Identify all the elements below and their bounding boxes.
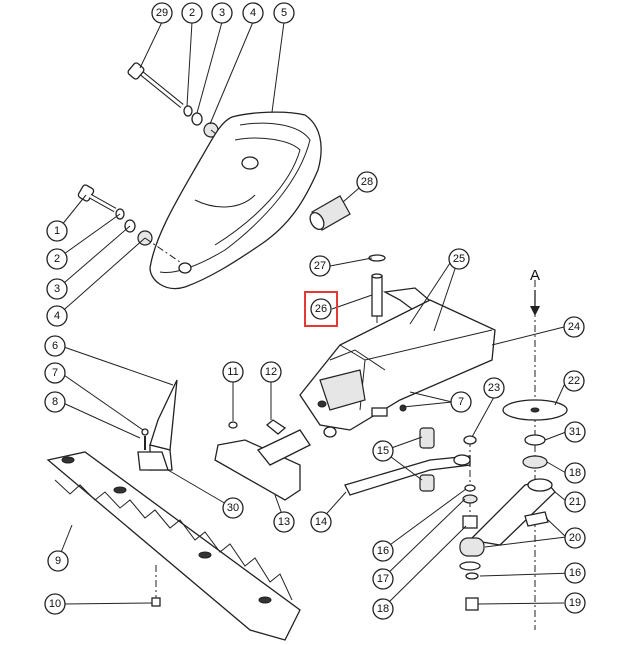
svg-text:30: 30 [227, 502, 239, 514]
view-arrow-a: A [530, 267, 540, 316]
svg-text:20: 20 [569, 532, 581, 544]
svg-text:22: 22 [568, 375, 580, 387]
callout-10: 10 [44, 593, 66, 615]
callout-17: 17 [372, 568, 394, 590]
callout-3-left: 3 [46, 278, 68, 300]
svg-text:16: 16 [377, 545, 389, 557]
svg-text:4: 4 [250, 7, 256, 19]
svg-text:26: 26 [315, 303, 327, 315]
svg-text:18: 18 [569, 467, 581, 479]
gear-housing-24 [299, 299, 496, 438]
svg-text:19: 19 [569, 597, 581, 609]
svg-text:8: 8 [52, 396, 58, 408]
callout-13: 13 [273, 511, 295, 533]
drive-arm-15 [344, 427, 471, 496]
svg-text:9: 9 [55, 555, 61, 567]
svg-text:7: 7 [458, 396, 464, 408]
callout-8: 8 [44, 391, 66, 413]
callout-18-bottom: 18 [372, 598, 394, 620]
callout-19: 19 [564, 592, 586, 614]
svg-text:13: 13 [278, 516, 290, 528]
svg-text:12: 12 [265, 366, 277, 378]
callout-7-mid: 7 [450, 391, 472, 413]
callout-12: 12 [260, 361, 282, 383]
callout-24: 24 [563, 316, 585, 338]
callout-3-top: 3 [211, 2, 233, 24]
svg-text:29: 29 [156, 7, 168, 19]
svg-text:23: 23 [488, 382, 500, 394]
callout-22: 22 [563, 370, 585, 392]
svg-text:6: 6 [52, 340, 58, 352]
callout-26: 26 [310, 298, 332, 320]
svg-text:11: 11 [227, 366, 238, 378]
svg-text:3: 3 [219, 7, 225, 19]
svg-text:14: 14 [315, 516, 327, 528]
callout-31: 31 [564, 421, 586, 443]
callout-18-right: 18 [564, 462, 586, 484]
callout-21: 21 [564, 491, 586, 513]
svg-text:18: 18 [377, 603, 389, 615]
callout-15: 15 [372, 440, 394, 462]
plate-13 [214, 419, 311, 501]
callout-23: 23 [483, 377, 505, 399]
svg-text:15: 15 [377, 445, 389, 457]
callout-2-left: 2 [46, 248, 68, 270]
callout-7-left: 7 [44, 362, 66, 384]
fastener-stack-middle [462, 435, 478, 529]
callout-6: 6 [44, 335, 66, 357]
bolt-29 [127, 62, 184, 108]
callout-4-top: 4 [242, 2, 264, 24]
callout-16-right: 16 [564, 562, 586, 584]
view-arrow-label: A [530, 267, 540, 284]
svg-text:2: 2 [54, 253, 60, 265]
callout-9: 9 [47, 550, 69, 572]
svg-text:2: 2 [189, 7, 195, 19]
highlight-box [304, 291, 338, 327]
svg-text:1: 1 [54, 225, 60, 237]
callout-11: 11 [222, 361, 244, 383]
svg-text:10: 10 [49, 598, 61, 610]
callout-5: 5 [273, 2, 295, 24]
callout-30: 30 [222, 497, 244, 519]
svg-text:17: 17 [377, 573, 389, 585]
svg-text:27: 27 [314, 260, 326, 272]
callout-27: 27 [309, 255, 331, 277]
svg-text:31: 31 [569, 426, 581, 438]
callout-14: 14 [310, 511, 332, 533]
rotor-guard-5 [149, 111, 322, 290]
knife-bar-9 [46, 451, 301, 641]
callout-20: 20 [564, 527, 586, 549]
bushing-28 [309, 195, 351, 231]
svg-text:4: 4 [54, 310, 60, 322]
callout-25: 25 [448, 248, 470, 270]
svg-text:3: 3 [54, 283, 60, 295]
callout-16-mid: 16 [372, 540, 394, 562]
svg-text:25: 25 [453, 253, 465, 265]
callout-1: 1 [46, 220, 68, 242]
callout-29: 29 [151, 2, 173, 24]
svg-text:7: 7 [52, 367, 58, 379]
callout-2-top: 2 [181, 2, 203, 24]
svg-text:5: 5 [281, 7, 287, 19]
svg-text:16: 16 [569, 567, 581, 579]
svg-text:28: 28 [361, 176, 373, 188]
callout-4-left: 4 [46, 305, 68, 327]
drive-disc-stack [459, 280, 568, 630]
svg-text:24: 24 [568, 321, 580, 333]
svg-text:21: 21 [569, 496, 581, 508]
callout-28: 28 [356, 171, 378, 193]
bolt-10 [151, 565, 161, 607]
